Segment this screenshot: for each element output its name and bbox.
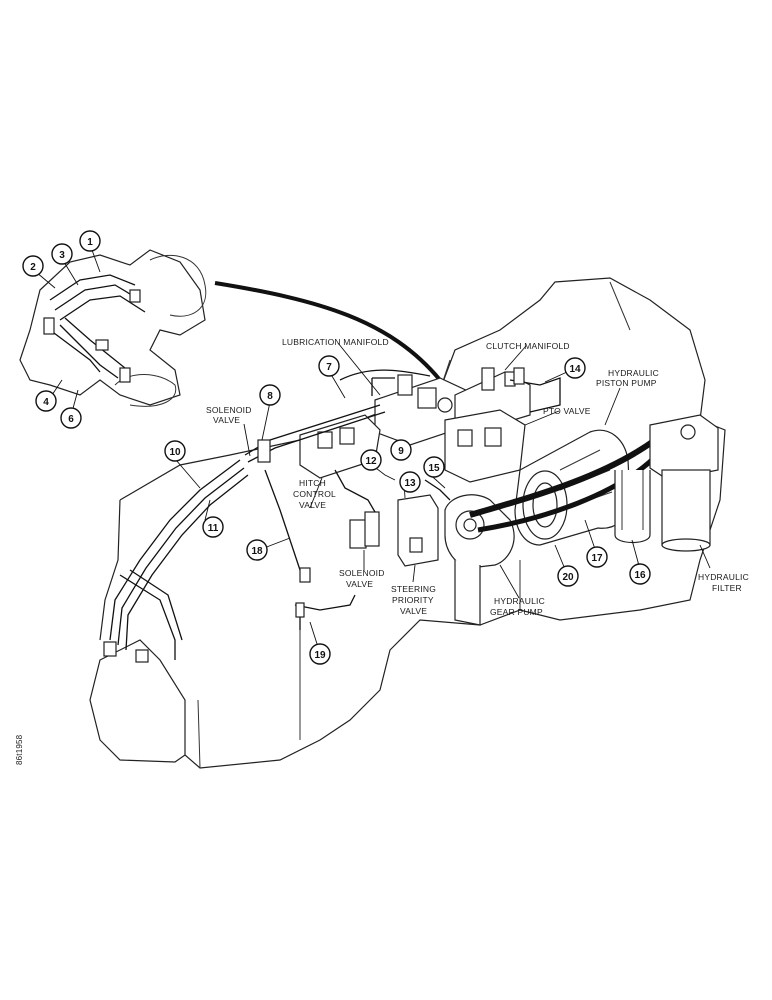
callout-8: 8	[259, 384, 281, 406]
pto-valve-part	[444, 409, 526, 483]
callout-7-number: 7	[326, 362, 332, 373]
hydraulic-piston-pump-label-line2: PISTON PUMP	[596, 378, 657, 388]
callout-13-number: 13	[404, 478, 416, 489]
callout-10-number: 10	[169, 447, 181, 458]
callout-9: 9	[390, 439, 412, 461]
solenoid-valve-bottom-label-line2: VALVE	[346, 579, 373, 589]
callout-17: 17	[586, 546, 608, 568]
callout-6: 6	[60, 407, 82, 429]
callout-3-number: 3	[59, 250, 65, 261]
callout-16-number: 16	[634, 570, 646, 581]
callout-4-number: 4	[43, 397, 49, 408]
hydraulic-filter-label-line1: HYDRAULIC	[698, 572, 749, 582]
callout-16: 16	[629, 563, 651, 585]
solenoid-valve-top-label-line2: VALVE	[213, 415, 240, 425]
callout-7: 7	[318, 355, 340, 377]
steering-priority-valve-part	[397, 494, 439, 567]
callout-14-number: 14	[569, 364, 581, 375]
solenoid-valve-top-label-line1: SOLENOID	[206, 405, 252, 415]
hydraulic-filter-part	[614, 414, 719, 552]
hydraulic-gear-pump-label-line1: HYDRAULIC	[494, 596, 545, 606]
callout-11: 11	[202, 516, 224, 538]
callout-13: 13	[399, 471, 421, 493]
callout-1: 1	[79, 230, 101, 252]
hitch-control-valve-label-line1: HITCH	[299, 478, 326, 488]
callout-3: 3	[51, 243, 73, 265]
return-hose	[477, 450, 662, 533]
callout-19: 19	[309, 643, 331, 665]
callout-2: 2	[22, 255, 44, 277]
callout-12-number: 12	[365, 456, 377, 467]
callout-18-number: 18	[251, 546, 263, 557]
engine-detail-inset	[19, 249, 207, 407]
callout-2-number: 2	[30, 262, 36, 273]
solenoid-valve-lower-part	[349, 511, 380, 549]
figure-code: 86t1958	[15, 734, 24, 765]
pressure-hose	[469, 425, 682, 518]
solenoid-valve-bottom-label-line1: SOLENOID	[339, 568, 385, 578]
steering-priority-valve-label-line2: PRIORITY	[392, 595, 434, 605]
callout-15-number: 15	[428, 463, 440, 474]
line-network	[103, 367, 561, 663]
callout-10: 10	[164, 440, 186, 462]
callout-11-number: 11	[208, 523, 219, 534]
hydraulic-filter-label-line2: FILTER	[712, 583, 742, 593]
leader-lines	[35, 249, 711, 648]
transfer-line	[214, 281, 442, 382]
callout-15: 15	[423, 456, 445, 478]
hydraulic-piston-pump-label-line1: HYDRAULIC	[608, 368, 659, 378]
callout-1-number: 1	[87, 237, 93, 248]
callout-9-number: 9	[398, 446, 404, 457]
hydraulic-gear-pump-label-line2: GEAR PUMP	[490, 607, 543, 617]
clutch-manifold-label: CLUTCH MANIFOLD	[486, 341, 570, 351]
callout-17-number: 17	[591, 553, 603, 564]
callout-12: 12	[360, 449, 382, 471]
pto-valve-label: PTO VALVE	[543, 406, 591, 416]
callout-8-number: 8	[267, 391, 273, 402]
callout-20-number: 20	[562, 572, 574, 583]
steering-priority-valve-label-line1: STEERING	[391, 584, 436, 594]
hitch-control-valve-label-line2: CONTROL	[293, 489, 336, 499]
hitch-control-valve-label-line3: VALVE	[299, 500, 326, 510]
callout-19-number: 19	[314, 650, 326, 661]
lubrication-manifold-label: LUBRICATION MANIFOLD	[282, 337, 389, 347]
callout-20: 20	[557, 565, 579, 587]
steering-priority-valve-label-line3: VALVE	[400, 606, 427, 616]
callout-4: 4	[35, 390, 57, 412]
part-labels: LUBRICATION MANIFOLD CLUTCH MANIFOLD HYD…	[206, 337, 749, 617]
callout-14: 14	[564, 357, 586, 379]
callout-6-number: 6	[68, 414, 74, 425]
callout-18: 18	[246, 539, 268, 561]
